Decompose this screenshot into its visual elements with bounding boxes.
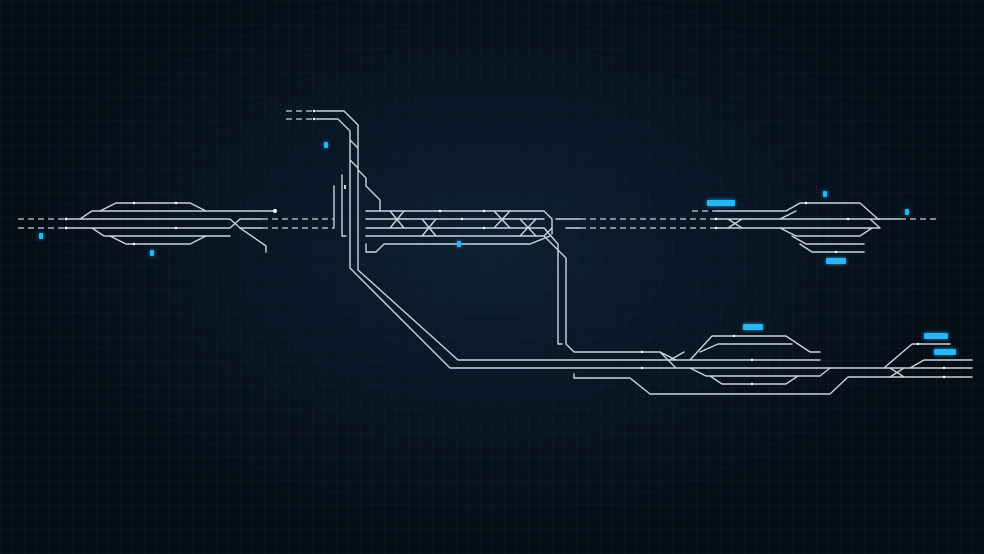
signal (942, 375, 946, 379)
middle-track-1 (365, 210, 553, 235)
signal (732, 334, 736, 338)
station-tag (457, 241, 461, 247)
left-branch-spur (239, 227, 267, 253)
right-siding-2 (799, 243, 865, 253)
signal (750, 382, 754, 386)
north-crossovers (349, 139, 359, 169)
signal (714, 217, 718, 221)
signal (174, 201, 178, 205)
south-east-mains (883, 367, 973, 378)
station-tag (150, 250, 154, 256)
middle-station-tracks (365, 210, 641, 353)
north-line-inner (315, 118, 661, 369)
station-tag (823, 191, 827, 197)
south-lower-loop (689, 367, 831, 377)
signal (312, 109, 316, 113)
signal-markers (64, 109, 946, 386)
signal (714, 226, 718, 230)
right-siding-1 (791, 235, 865, 245)
signal (750, 358, 754, 362)
signal (804, 201, 808, 205)
middle-crossover-d (519, 218, 537, 237)
right-platform-loop (779, 210, 873, 237)
left-station-tracks (18, 202, 334, 253)
buffer-stop (273, 209, 277, 213)
middle-crossover-c (493, 210, 511, 229)
south-bypass (573, 373, 885, 395)
junction-spur (357, 169, 381, 212)
left-siding-d (109, 235, 207, 245)
central-junction-tracks (286, 110, 661, 369)
station-tag (743, 324, 763, 330)
signal (834, 250, 838, 254)
left-main-track-2 (65, 218, 241, 229)
station-tag (39, 233, 43, 239)
south-east-crossover (889, 367, 905, 378)
right-upper-track (715, 202, 901, 220)
signal (640, 350, 644, 354)
signal (64, 217, 68, 221)
south-track-2 (659, 359, 841, 369)
signal (916, 342, 920, 346)
signal (312, 117, 316, 121)
signal (132, 201, 136, 205)
middle-loop (365, 235, 551, 253)
signal (640, 366, 644, 370)
right-station-tracks (555, 202, 940, 253)
signal (64, 226, 68, 230)
south-crossover (659, 351, 685, 369)
station-tag (826, 258, 846, 264)
left-siding-b (99, 202, 207, 212)
signal (482, 209, 486, 213)
signal (942, 366, 946, 370)
north-line-outer (315, 110, 661, 361)
right-main-track-2 (715, 218, 881, 229)
signal (174, 226, 178, 230)
south-link-2 (543, 235, 641, 353)
signal (438, 209, 442, 213)
south-upper-siding (699, 343, 793, 353)
south-east-siding (909, 359, 973, 369)
station-tag (707, 200, 735, 206)
south-lower-siding (709, 375, 799, 385)
south-east-upper (839, 343, 951, 369)
signal (132, 242, 136, 246)
signal (460, 217, 464, 221)
south-track-1 (639, 351, 821, 361)
station-tag (924, 333, 948, 339)
middle-crossover-b (421, 218, 437, 237)
station-tag (934, 349, 956, 355)
south-link-1 (543, 227, 563, 345)
south-upper-loop (689, 335, 821, 361)
station-tag (905, 209, 909, 215)
middle-crossover-a (389, 210, 405, 229)
left-siding-c (91, 227, 231, 237)
signal (482, 226, 486, 230)
left-main-track-1 (65, 218, 241, 229)
station-tag (324, 142, 328, 148)
junction-stub-1 (341, 174, 347, 237)
left-siding-a (79, 210, 277, 220)
signal (846, 217, 850, 221)
right-crossover (727, 218, 743, 229)
south-station-tracks (573, 335, 973, 395)
